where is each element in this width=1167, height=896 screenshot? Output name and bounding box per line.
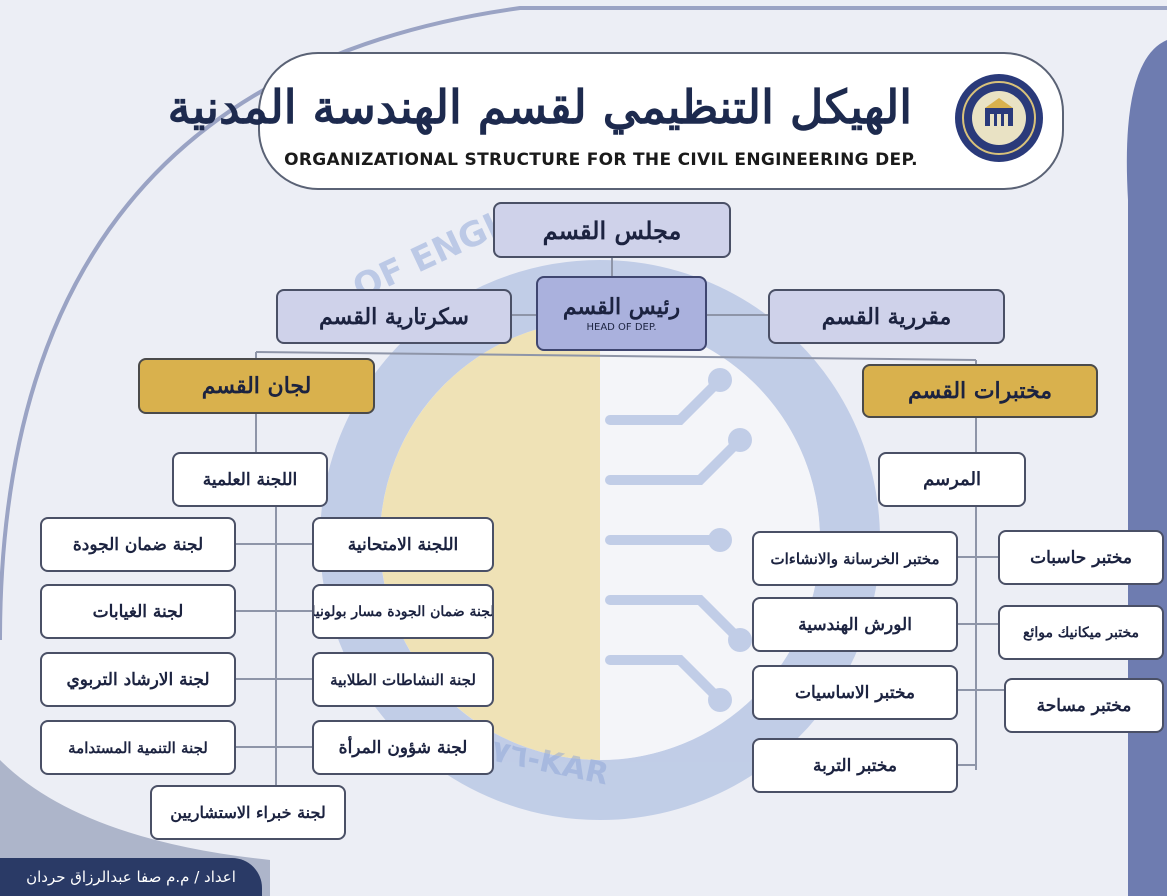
sustainable-committee-label: لجنة التنمية المستدامة: [68, 738, 208, 757]
header-banner: الهيكل التنظيمي لقسم الهندسة المدنية ORG…: [167, 52, 1064, 190]
student-activities-committee-label: لجنة النشاطات الطلابية: [330, 670, 476, 689]
women-affairs-committee-label: لجنة شؤون المرأة: [338, 737, 468, 758]
quality-committee-box: لجنة ضمان الجودة: [40, 517, 236, 572]
survey-lab-box: مختبر مساحة: [1004, 678, 1164, 733]
guidance-committee-box: لجنة الارشاد التربوي: [40, 652, 236, 707]
sustainable-committee-box: لجنة التنمية المستدامة: [40, 720, 236, 775]
concrete-lab-label: مختبر الخرسانة والانشاءات: [770, 549, 940, 568]
rapporteur-label: مقررية القسم: [821, 303, 952, 330]
head-label: رئيس القسم: [562, 294, 681, 320]
secretary-box: سكرتارية القسم: [276, 289, 512, 344]
quality-bologna-committee-label: لجنة ضمان الجودة مسار بولونيا: [312, 603, 494, 620]
quality-bologna-committee-box: لجنة ضمان الجودة مسار بولونيا: [312, 584, 494, 639]
guidance-committee-label: لجنة الارشاد التربوي: [66, 669, 210, 690]
computers-lab-box: مختبر حاسبات: [998, 530, 1164, 585]
scientific-committee-box: اللجنة العلمية: [172, 452, 328, 507]
soil-lab-label: مختبر التربة: [813, 755, 897, 776]
computers-lab-label: مختبر حاسبات: [1030, 547, 1132, 568]
studio-label: المرسم: [923, 469, 981, 490]
university-seal-icon: [955, 74, 1043, 162]
committees-title: لجان القسم: [201, 373, 312, 399]
survey-lab-label: مختبر مساحة: [1036, 695, 1132, 716]
scientific-committee-label: اللجنة العلمية: [202, 469, 298, 490]
credit-strip: اعداد / م.م صفا عبدالرزاق حردان: [0, 858, 262, 896]
concrete-lab-box: مختبر الخرسانة والانشاءات: [752, 531, 958, 586]
council-box: مجلس القسم: [493, 202, 731, 258]
workshops-label: الورش الهندسية: [798, 614, 912, 635]
advisors-committee-label: لجنة خبراء الاستشاريين: [170, 803, 326, 822]
head-label-en: HEAD OF DEP.: [586, 322, 657, 333]
women-affairs-committee-box: لجنة شؤون المرأة: [312, 720, 494, 775]
page-title-en: ORGANIZATIONAL STRUCTURE FOR THE CIVIL E…: [284, 150, 918, 170]
quality-committee-label: لجنة ضمان الجودة: [72, 534, 204, 555]
labs-title: مختبرات القسم: [907, 378, 1053, 404]
exam-committee-box: اللجنة الامتحانية: [312, 517, 494, 572]
basics-lab-label: مختبر الاساسيات: [794, 682, 916, 703]
labs-title-box: مختبرات القسم: [862, 364, 1098, 418]
head-of-dep-box: رئيس القسم HEAD OF DEP.: [536, 276, 707, 351]
council-label: مجلس القسم: [542, 215, 682, 245]
committees-title-box: لجان القسم: [138, 358, 375, 414]
soil-lab-box: مختبر التربة: [752, 738, 958, 793]
basics-lab-box: مختبر الاساسيات: [752, 665, 958, 720]
student-activities-committee-box: لجنة النشاطات الطلابية: [312, 652, 494, 707]
absences-committee-box: لجنة الغيابات: [40, 584, 236, 639]
secretary-label: سكرتارية القسم: [319, 303, 469, 330]
studio-box: المرسم: [878, 452, 1026, 507]
workshops-box: الورش الهندسية: [752, 597, 958, 652]
rapporteur-box: مقررية القسم: [768, 289, 1005, 344]
fluids-lab-label: مختبر ميكانيك موائع: [1022, 624, 1140, 641]
exam-committee-label: اللجنة الامتحانية: [347, 534, 459, 555]
fluids-lab-box: مختبر ميكانيك موائع: [998, 605, 1164, 660]
absences-committee-label: لجنة الغيابات: [92, 601, 184, 622]
page-title-ar: الهيكل التنظيمي لقسم الهندسة المدنية: [167, 80, 912, 134]
advisors-committee-box: لجنة خبراء الاستشاريين: [150, 785, 346, 840]
